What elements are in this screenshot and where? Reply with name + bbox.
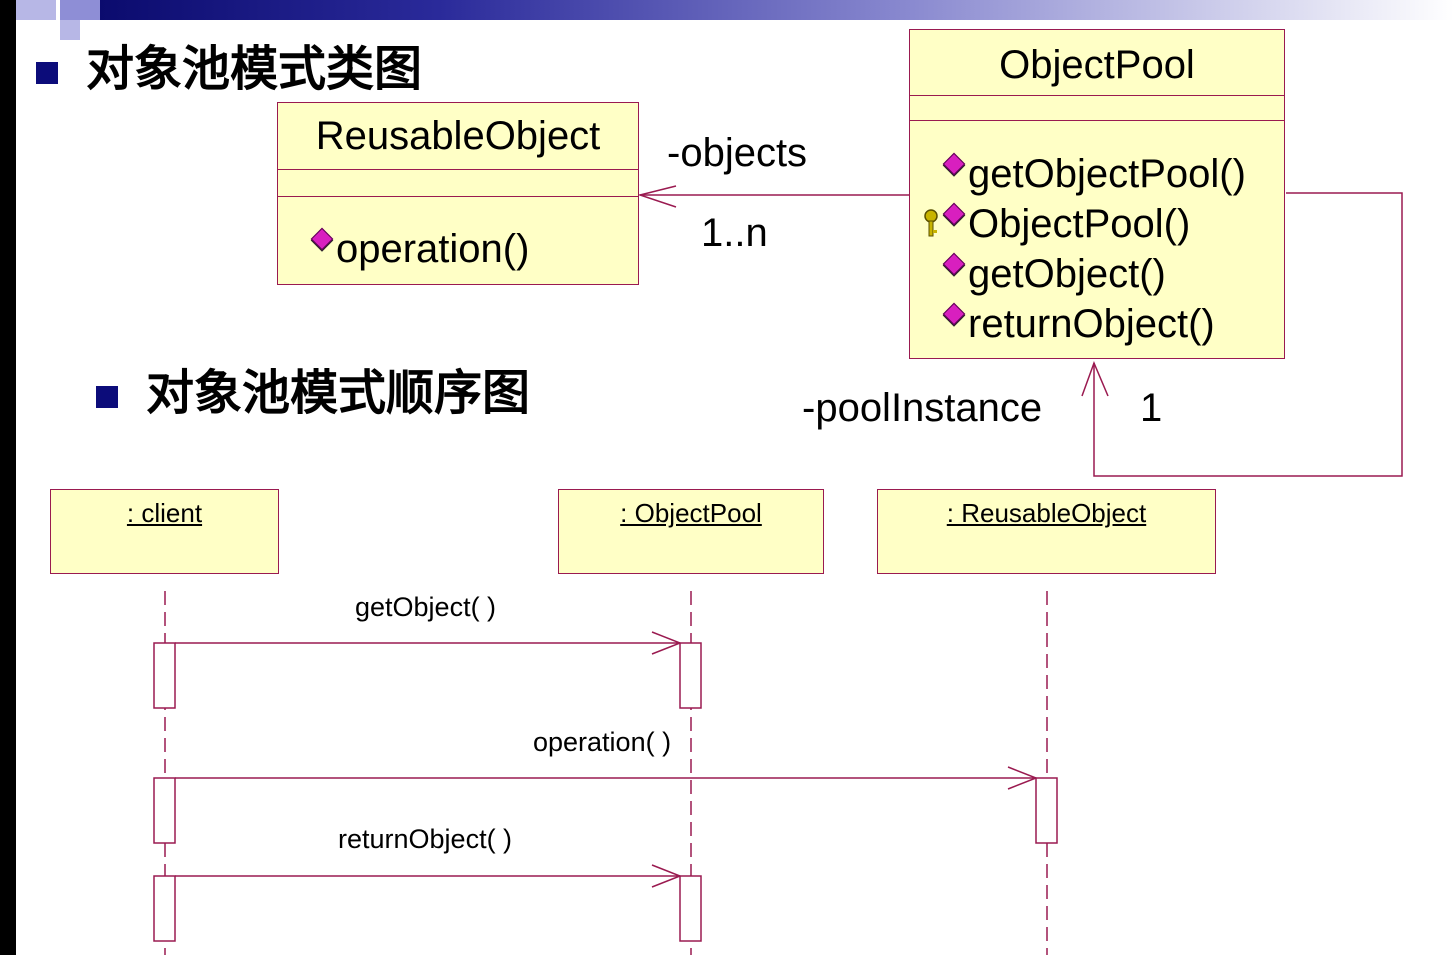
object-pool-class-name: ObjectPool (910, 30, 1284, 96)
association-role-objects: -objects (667, 131, 808, 175)
sequence-diagram-heading: 对象池模式顺序图 (146, 365, 531, 421)
message-operation: operation( ) (533, 727, 672, 757)
class-diagram-heading: 对象池模式类图 (86, 41, 423, 97)
operation-item: getObjectPool() (968, 152, 1246, 196)
heading-bullet (36, 62, 58, 84)
association-multiplicity-objects: 1..n (701, 211, 768, 255)
message-get-object: getObject( ) (355, 592, 497, 622)
operation-item: operation() (336, 227, 530, 271)
lifeline-object-pool: : ObjectPool (558, 489, 824, 574)
slide-deco-square (16, 0, 56, 20)
attributes-compartment (278, 170, 638, 197)
association-role-pool-instance: -poolInstance (802, 386, 1043, 430)
constructor-key-icon (922, 208, 940, 237)
reusable-object-class-name: ReusableObject (278, 103, 638, 170)
association-multiplicity-pool-instance: 1 (1140, 386, 1163, 430)
reusable-object-class: ReusableObject (277, 102, 639, 285)
operation-item: getObject() (968, 252, 1166, 296)
heading-bullet (96, 386, 118, 408)
lifeline-client: : client (50, 489, 279, 574)
slide-deco-square (60, 0, 100, 20)
slide-deco-square (60, 20, 80, 40)
object-pool-class: ObjectPool (909, 29, 1285, 359)
slide-top-gradient (100, 0, 1454, 20)
operation-item: returnObject() (968, 302, 1215, 346)
slide-left-bar (0, 0, 16, 955)
lifeline-reusable-object-name: : ReusableObject (946, 498, 1147, 528)
lifeline-object-pool-name: : ObjectPool (620, 498, 762, 528)
message-return-object: returnObject( ) (338, 824, 513, 854)
lifeline-client-name: : client (126, 498, 203, 528)
lifeline-reusable-object: : ReusableObject (877, 489, 1216, 574)
operation-item: ObjectPool() (968, 202, 1191, 246)
attributes-compartment (910, 96, 1284, 121)
